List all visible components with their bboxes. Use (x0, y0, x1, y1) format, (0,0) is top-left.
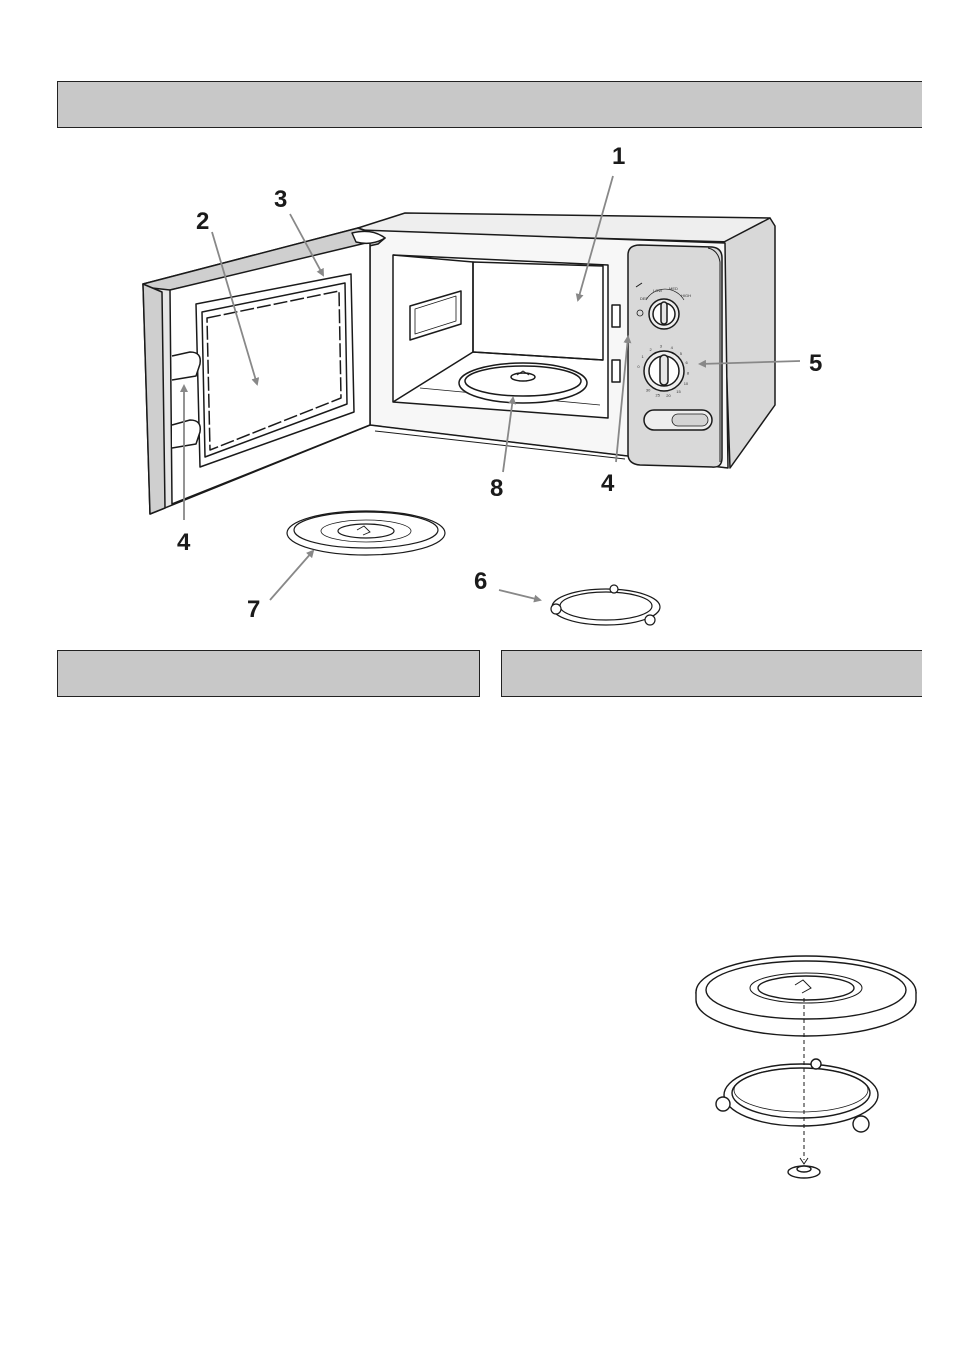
glass-turntable-icon (286, 510, 446, 556)
timer-scale-mark: 20 (666, 393, 671, 398)
timer-scale-mark: 15 (676, 389, 681, 394)
callout-1: 1 (612, 143, 625, 170)
section-header-bar-right (501, 650, 922, 697)
timer-scale-mark: 30 (646, 388, 651, 393)
callout-5: 5 (809, 350, 822, 377)
timer-scale-mark: 5 (680, 351, 683, 356)
callout-7: 7 (247, 596, 260, 623)
timer-scale-mark: 1 (642, 354, 645, 359)
callout-8: 8 (490, 475, 503, 502)
svg-text:MED: MED (669, 286, 678, 291)
callout-4-door: 4 (177, 529, 191, 556)
timer-scale-mark: 6 (686, 360, 689, 365)
callout-6: 6 (474, 568, 487, 595)
timer-scale-mark: 4 (671, 345, 674, 350)
callout-4-cavity: 4 (601, 470, 615, 497)
timer-scale-mark: 25 (656, 393, 661, 398)
timer-scale-mark: 0 (637, 364, 640, 369)
section-header-bar-left (57, 650, 480, 697)
roller-ring-icon (550, 584, 661, 626)
svg-text:HIGH: HIGH (681, 293, 691, 298)
timer-scale-mark: 2 (650, 347, 653, 352)
timer-scale-mark: 3 (660, 344, 663, 349)
callout-2: 2 (196, 208, 209, 235)
callout-arrows (180, 175, 801, 603)
timer-scale-mark: 10 (684, 381, 689, 386)
timer-scale-mark: 8 (687, 371, 690, 376)
svg-text:DEF: DEF (640, 296, 649, 301)
section-header-bar-top (57, 81, 922, 128)
turntable-assembly-icon (695, 955, 917, 1179)
callout-3: 3 (274, 186, 287, 213)
power-level-dial: DEF LOW MED HIGH (640, 286, 691, 330)
svg-text:LOW: LOW (653, 288, 662, 293)
